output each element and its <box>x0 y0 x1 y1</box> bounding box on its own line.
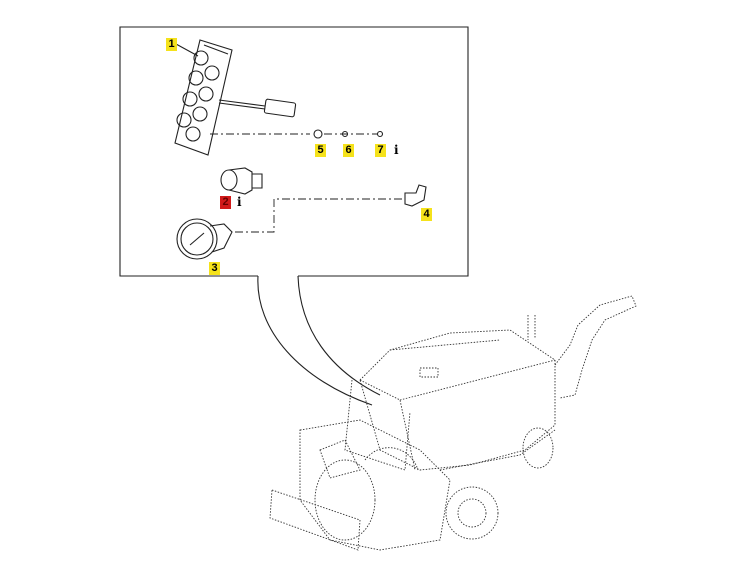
callout-6[interactable]: 6 <box>343 144 354 157</box>
pressure-gauge-part-3[interactable] <box>176 218 233 260</box>
callout-3[interactable]: 3 <box>209 262 220 275</box>
callout-4[interactable]: 4 <box>421 208 432 221</box>
elbow-fitting-part-4[interactable] <box>404 184 427 207</box>
inset-leader-lines <box>257 275 381 406</box>
o-ring-part-5[interactable] <box>313 129 323 139</box>
nut-part-7[interactable] <box>376 130 384 138</box>
washer-part-6[interactable] <box>341 130 349 138</box>
machine-overview <box>269 295 637 551</box>
pressure-switch-part-2[interactable] <box>220 167 263 195</box>
callout-1[interactable]: 1 <box>166 38 177 51</box>
callout-7[interactable]: 7 <box>375 144 386 157</box>
info-icon[interactable]: i <box>394 143 399 157</box>
callout-5[interactable]: 5 <box>315 144 326 157</box>
switch-panel-part-1[interactable] <box>174 39 297 156</box>
info-icon[interactable]: i <box>237 195 242 209</box>
callout-2[interactable]: 2 <box>220 196 231 209</box>
detail-inset-frame <box>119 26 469 277</box>
